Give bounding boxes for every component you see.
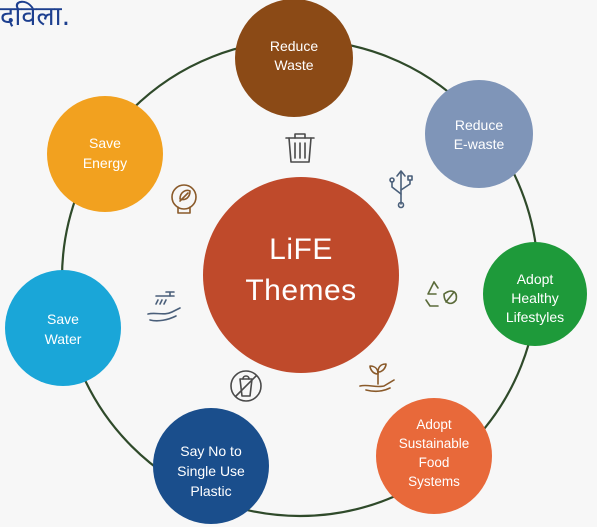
node-label: Food — [419, 455, 450, 470]
center-label-line2: Themes — [245, 274, 356, 307]
node-adopt-healthy-lifestyles[interactable]: Adopt Healthy Lifestyles — [483, 242, 587, 346]
node-label: E-waste — [454, 136, 505, 152]
node-label: Adopt — [416, 417, 452, 432]
node-save-energy[interactable]: Save Energy — [47, 96, 163, 212]
header-text-fragment: दविला. — [0, 1, 71, 32]
node-label: Reduce — [455, 117, 503, 133]
center-circle — [203, 177, 399, 373]
leaf-bulb-icon — [171, 184, 197, 214]
node-label: Energy — [83, 155, 127, 171]
node-say-no-single-use-plastic[interactable]: Say No to Single Use Plastic — [153, 408, 269, 524]
node-label: Reduce — [270, 38, 318, 54]
node-label: Save — [47, 311, 79, 327]
node-reduce-waste[interactable]: Reduce Waste — [235, 0, 353, 117]
trash-icon — [285, 133, 315, 163]
node-label: Adopt — [517, 271, 554, 287]
no-plastic-icon — [230, 370, 262, 402]
node-label: Water — [45, 331, 82, 347]
node-label: Waste — [274, 57, 313, 73]
node-reduce-ewaste[interactable]: Reduce E-waste — [425, 80, 533, 188]
node-label: Single Use — [177, 463, 245, 479]
node-save-water[interactable]: Save Water — [5, 270, 121, 386]
usb-icon — [389, 170, 413, 209]
node-label: Systems — [408, 474, 460, 489]
center-label-line1: LiFE — [269, 233, 333, 266]
node-label: Plastic — [190, 483, 231, 499]
node-adopt-sustainable-food-systems[interactable]: Adopt Sustainable Food Systems — [376, 398, 492, 514]
node-label: Say No to — [180, 443, 242, 459]
recycle-leaf-icon — [425, 281, 458, 307]
node-label: Save — [89, 135, 121, 151]
node-label: Sustainable — [399, 436, 470, 451]
water-tap-hand-icon — [147, 291, 181, 322]
node-label: Lifestyles — [506, 309, 564, 325]
node-label: Healthy — [511, 290, 558, 306]
seedling-hand-icon — [359, 363, 395, 393]
